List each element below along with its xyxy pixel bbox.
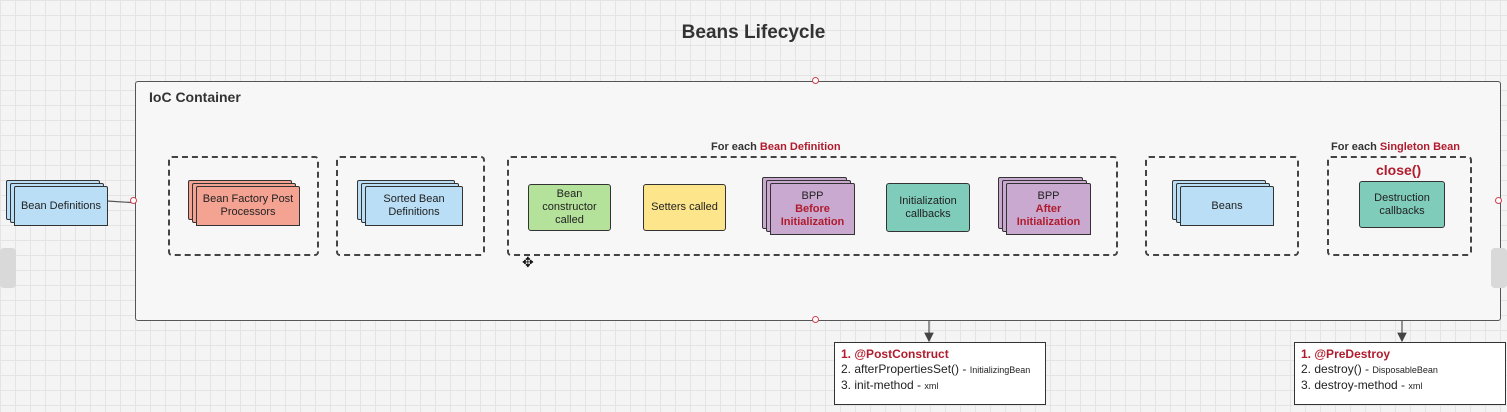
node-sorted-label: Sorted Bean Definitions <box>365 186 463 226</box>
resize-handle-right[interactable] <box>1495 197 1502 204</box>
close-method-label: close() <box>1376 162 1422 178</box>
group-beans <box>1145 156 1299 256</box>
node-destruction-callbacks[interactable]: Destruction callbacks <box>1359 181 1445 228</box>
node-bfpp-label: Bean Factory Post Processors <box>196 186 300 226</box>
node-sorted-bean-definitions[interactable]: Sorted Bean Definitions <box>357 180 463 230</box>
init-note-2: 2. afterPropertiesSet() - InitializingBe… <box>841 362 1031 376</box>
node-bpp-after-label: BPP After Initialization <box>1006 183 1091 235</box>
init-callbacks-notes[interactable]: 1. @PostConstruct 2. afterPropertiesSet(… <box>834 342 1046 405</box>
group-for-each-singleton <box>1327 156 1472 256</box>
node-bpp-before-label: BPP Before Initialization <box>770 183 855 235</box>
node-beans[interactable]: Beans <box>1172 180 1274 230</box>
node-bean-definitions-label: Bean Definitions <box>14 186 108 226</box>
right-scroll-tab[interactable] <box>1491 248 1507 288</box>
node-bean-constructor[interactable]: Bean constructor called <box>528 184 611 231</box>
destroy-note-2: 2. destroy() - DisposableBean <box>1301 362 1438 376</box>
container-title: IoC Container <box>149 89 241 105</box>
resize-handle-left[interactable] <box>130 197 137 204</box>
node-bean-factory-post-processors[interactable]: Bean Factory Post Processors <box>188 180 300 230</box>
resize-handle-bottom[interactable] <box>812 316 819 323</box>
diagram-title: Beans Lifecycle <box>681 22 826 43</box>
node-setters-called[interactable]: Setters called <box>643 184 726 231</box>
group-for-each-bean-definition <box>507 156 1118 256</box>
group-sorted <box>336 156 485 256</box>
node-bpp-after-initialization[interactable]: BPP After Initialization <box>998 177 1091 239</box>
group-label-bean-definition: For each Bean Definition <box>711 141 841 153</box>
init-note-3: 3. init-method - xml <box>841 378 939 392</box>
group-bfpp <box>168 156 319 256</box>
node-initialization-callbacks[interactable]: Initialization callbacks <box>886 183 970 232</box>
node-bean-definitions[interactable]: Bean Definitions <box>6 180 108 230</box>
resize-handle-top[interactable] <box>812 77 819 84</box>
init-note-1: 1. @PostConstruct <box>841 347 949 361</box>
node-bpp-before-initialization[interactable]: BPP Before Initialization <box>762 177 855 239</box>
node-beans-label: Beans <box>1180 186 1274 226</box>
destroy-note-1: 1. @PreDestroy <box>1301 347 1391 361</box>
destruction-callbacks-notes[interactable]: 1. @PreDestroy 2. destroy() - Disposable… <box>1294 342 1506 405</box>
group-label-singleton: For each Singleton Bean <box>1331 141 1460 153</box>
move-cursor-icon: ✥ <box>522 254 534 270</box>
left-scroll-tab[interactable] <box>0 248 16 288</box>
destroy-note-3: 3. destroy-method - xml <box>1301 378 1423 392</box>
